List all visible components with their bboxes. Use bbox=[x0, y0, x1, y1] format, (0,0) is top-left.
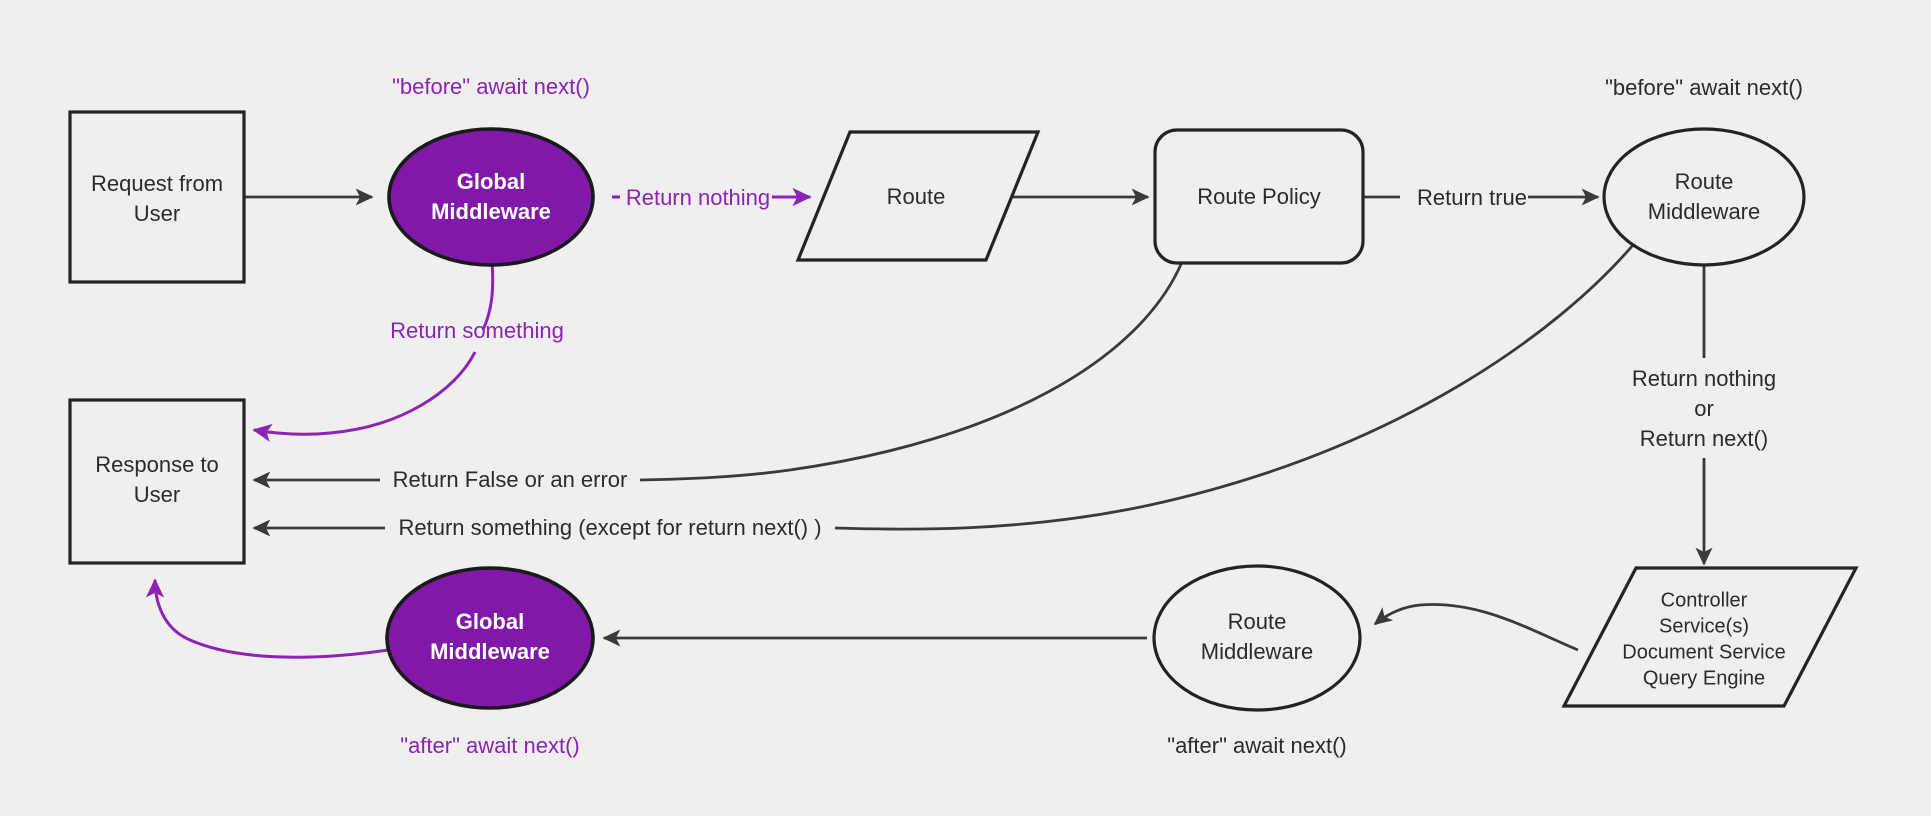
controller-services-line-4: Query Engine bbox=[1643, 667, 1765, 689]
request-from-user-line-2: User bbox=[134, 201, 180, 226]
edge-route-mw-to-response: Return something (except for return next… bbox=[252, 244, 1635, 540]
edge-label-return-nothing: Return nothing bbox=[626, 185, 770, 210]
annotation-after-await-next-global: "after" await next() bbox=[400, 733, 579, 758]
edge-label-return-true: Return true bbox=[1417, 185, 1527, 210]
edge-global-mw-to-response: Return something bbox=[252, 261, 564, 442]
route-parallelogram[interactable] bbox=[795, 130, 1041, 262]
node-route[interactable]: Route bbox=[795, 130, 1041, 262]
node-request-from-user[interactable]: Request from User bbox=[68, 110, 246, 284]
route-middleware-bottom-ellipse[interactable] bbox=[1152, 564, 1362, 712]
route-middleware-top-ellipse[interactable] bbox=[1602, 127, 1806, 267]
response-to-user-line-2: User bbox=[134, 482, 180, 507]
controller-services-line-2: Service(s) bbox=[1659, 615, 1749, 637]
edge-label-return-something-except: Return something (except for return next… bbox=[398, 515, 821, 540]
node-route-policy[interactable]: Route Policy bbox=[1153, 128, 1365, 265]
edge-route-policy-to-route-mw: Return true bbox=[1364, 185, 1600, 210]
global-middleware-top-line-1: Global bbox=[457, 169, 525, 194]
annotation-or: or bbox=[1694, 396, 1714, 421]
request-from-user-box[interactable] bbox=[68, 110, 246, 284]
node-route-middleware-top[interactable]: Route Middleware bbox=[1602, 127, 1806, 267]
edge-global-mw-bottom-to-response bbox=[145, 578, 389, 659]
controller-services-line-3: Document Service bbox=[1622, 641, 1785, 663]
annotation-return-next: Return next() bbox=[1640, 426, 1768, 451]
route-label: Route bbox=[887, 184, 946, 209]
node-controller-services[interactable]: Controller Service(s) Document Service Q… bbox=[1561, 566, 1859, 708]
node-global-middleware-bottom[interactable]: Global Middleware bbox=[385, 566, 595, 710]
request-from-user-line-1: Request from bbox=[91, 171, 223, 196]
node-global-middleware-top[interactable]: Global Middleware bbox=[387, 127, 595, 267]
node-response-to-user[interactable]: Response to User bbox=[68, 398, 246, 565]
global-middleware-bottom-ellipse[interactable] bbox=[385, 566, 595, 710]
controller-services-line-1: Controller bbox=[1661, 589, 1748, 611]
global-middleware-bottom-line-1: Global bbox=[456, 609, 524, 634]
route-middleware-top-line-2: Middleware bbox=[1648, 199, 1761, 224]
edge-label-return-false-or-error: Return False or an error bbox=[393, 467, 628, 492]
annotation-before-await-next-route: "before" await next() bbox=[1605, 75, 1803, 100]
route-middleware-bottom-line-1: Route bbox=[1228, 609, 1287, 634]
annotation-after-await-next-route: "after" await next() bbox=[1167, 733, 1346, 758]
response-to-user-line-1: Response to bbox=[95, 452, 219, 477]
route-policy-box[interactable] bbox=[1153, 128, 1365, 265]
global-middleware-bottom-line-2: Middleware bbox=[430, 639, 550, 664]
node-route-middleware-bottom[interactable]: Route Middleware bbox=[1152, 564, 1362, 712]
edge-global-mw-to-route: Return nothing bbox=[612, 185, 812, 210]
global-middleware-top-line-2: Middleware bbox=[431, 199, 551, 224]
response-to-user-box[interactable] bbox=[68, 398, 246, 565]
route-policy-label: Route Policy bbox=[1197, 184, 1321, 209]
global-middleware-top-ellipse[interactable] bbox=[387, 127, 595, 267]
edge-route-policy-to-response: Return False or an error bbox=[252, 261, 1184, 492]
route-middleware-bottom-line-2: Middleware bbox=[1201, 639, 1314, 664]
route-middleware-top-line-1: Route bbox=[1675, 169, 1734, 194]
edge-label-return-something: Return something bbox=[390, 318, 564, 343]
controller-services-parallelogram[interactable] bbox=[1561, 566, 1859, 708]
annotation-return-nothing: Return nothing bbox=[1632, 366, 1776, 391]
edge-controller-to-route-mw-bottom bbox=[1373, 603, 1579, 652]
edge-route-mw-to-controller: Return nothing or Return next() bbox=[1632, 264, 1776, 566]
annotation-before-await-next-global: "before" await next() bbox=[392, 74, 590, 99]
